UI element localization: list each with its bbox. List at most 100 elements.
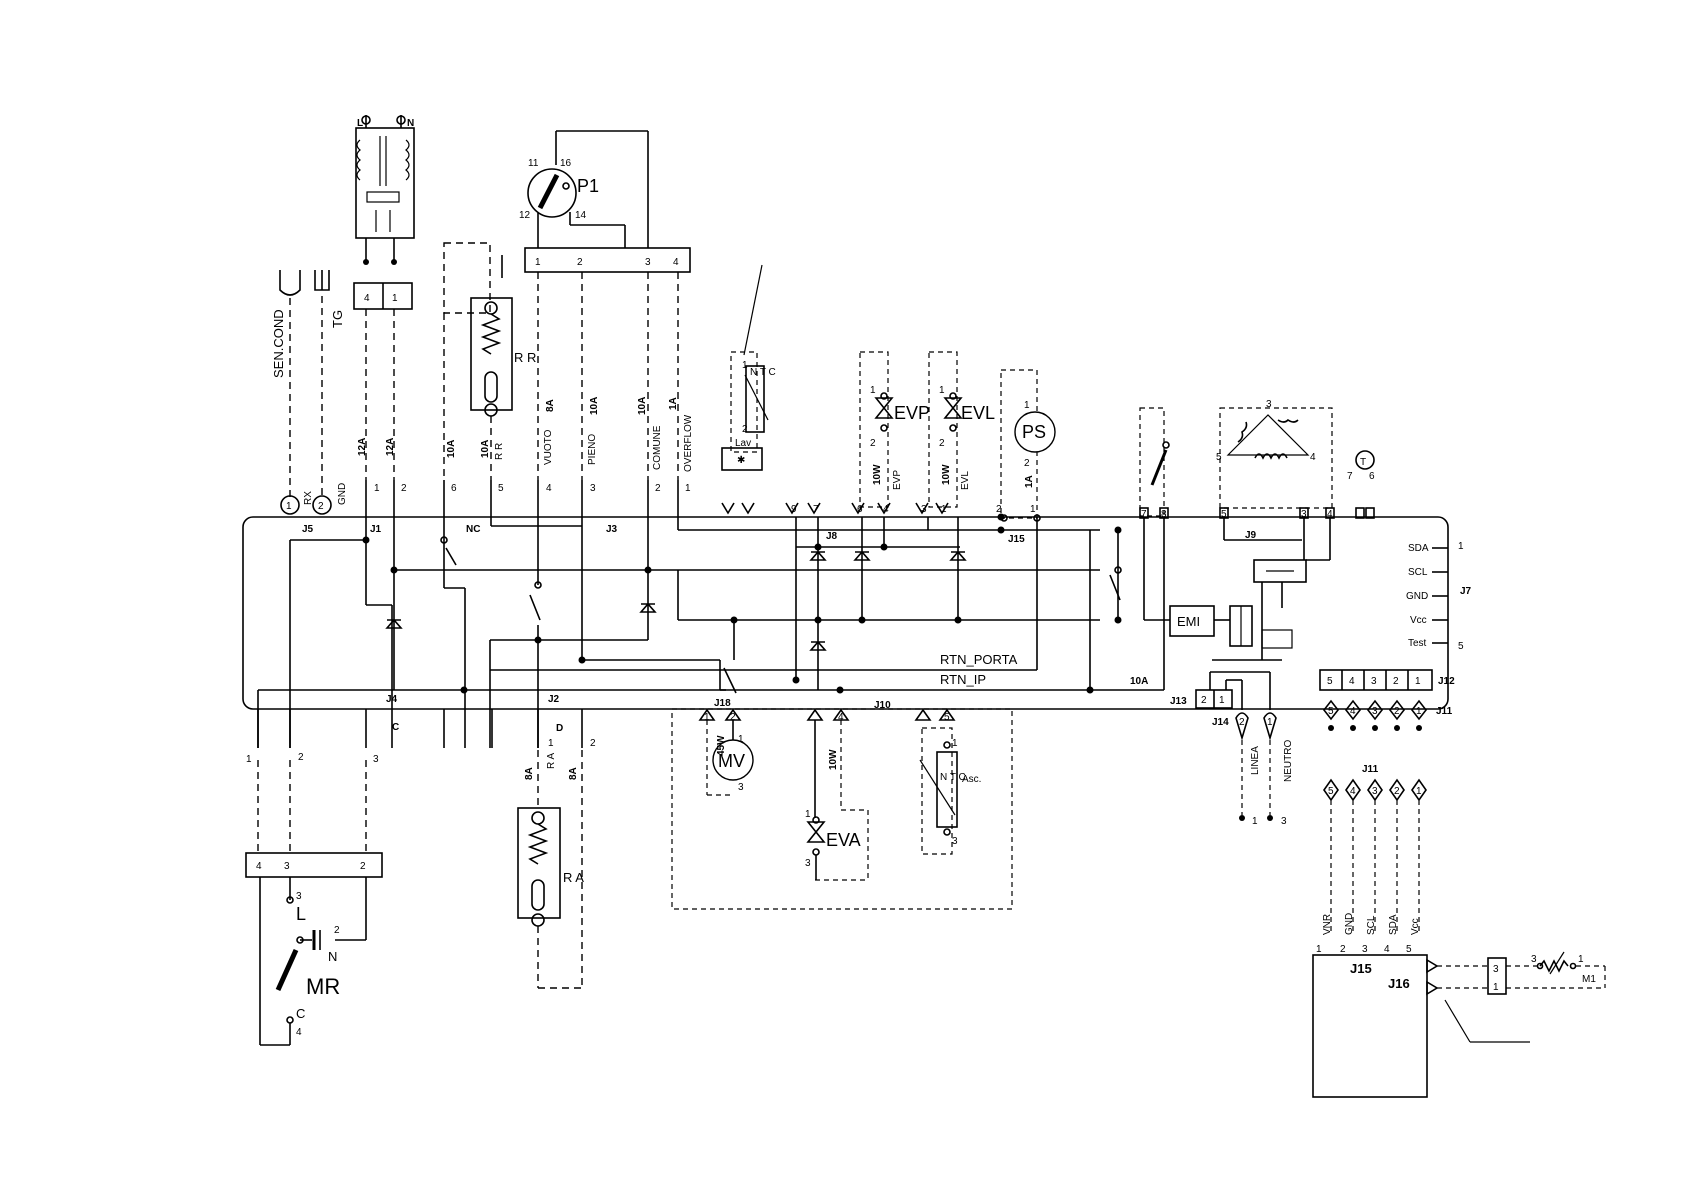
pin-j3-4: 4 bbox=[546, 483, 552, 494]
pin-j8-7: 7 bbox=[813, 504, 819, 515]
signal-vnr: VNR bbox=[1322, 914, 1333, 935]
pin-j11-4: 4 bbox=[1350, 706, 1356, 717]
pin-b1: 1 bbox=[742, 360, 748, 371]
pin-p1-3: 3 bbox=[645, 257, 651, 268]
pin-bottom-4: 4 bbox=[1384, 944, 1390, 955]
connector-j11b-label: J11 bbox=[1362, 764, 1379, 775]
connector-j11: 5 4 3 2 1 J11 bbox=[1322, 699, 1453, 731]
motor-windings: 3 5 4 5 3 4 J9 bbox=[1216, 399, 1335, 541]
pin-j10-1: 1 bbox=[704, 712, 710, 723]
pin-j13-2: 2 bbox=[1201, 695, 1207, 706]
rating-12a-1: 12A bbox=[357, 438, 368, 456]
signal-vcc-b: Vcc bbox=[1410, 918, 1421, 935]
connector-j7: SDA SCL GND Vcc Test 1 5 J7 bbox=[1406, 541, 1472, 652]
label-rtn-ip: RTN_IP bbox=[940, 672, 986, 687]
label-tg: TG bbox=[330, 310, 345, 328]
pin-j5-2: 2 bbox=[318, 501, 324, 512]
thermal-protector: T 7 6 bbox=[1347, 450, 1375, 519]
label-c-mr: C bbox=[296, 1006, 305, 1021]
pin-mr2: 2 bbox=[360, 861, 366, 872]
label-neutro: NEUTRO bbox=[1283, 740, 1294, 782]
pin-p1-4: 4 bbox=[673, 257, 679, 268]
signal-vuoto: VUOTO bbox=[543, 429, 554, 465]
connector-j12: 5 4 3 2 1 J12 bbox=[1319, 669, 1455, 691]
rating-8a-ra2: 8A bbox=[568, 767, 579, 780]
pin-j12-5: 5 bbox=[1327, 676, 1333, 687]
rating-10a-emi: 10A bbox=[1130, 676, 1148, 687]
pin-j16-3: 3 bbox=[1493, 964, 1499, 975]
connector-j10-label: J10 bbox=[874, 700, 891, 711]
pin-bottom-2: 2 bbox=[1340, 944, 1346, 955]
connector-j9-label: J9 bbox=[1245, 530, 1257, 541]
pin-mr-2: 2 bbox=[334, 925, 340, 936]
pin-j10-4: 4 bbox=[838, 712, 844, 723]
pin-p1-1: 1 bbox=[535, 257, 541, 268]
rating-10a-1: 10A bbox=[446, 440, 457, 458]
signal-rr: R R bbox=[494, 443, 505, 460]
connector-j8: 9 7 6 4 3 1 J8 bbox=[721, 502, 949, 542]
pin-j1-1: 1 bbox=[374, 483, 380, 494]
signal-scl-b: SCL bbox=[1366, 915, 1377, 935]
connector-j14-power: 2 1 J14 LINEA NEUTRO 1 3 bbox=[1212, 712, 1294, 827]
connector-j1-label: J1 bbox=[370, 524, 382, 535]
label-evl: EVL bbox=[961, 403, 995, 423]
pin-j13-1: 1 bbox=[1219, 695, 1225, 706]
pin-j3-2: 2 bbox=[655, 483, 661, 494]
ntc-asc-sensor: N T C Asc. 1 3 bbox=[919, 727, 981, 855]
pin-j9-3: 3 bbox=[1301, 509, 1307, 520]
pin-ps2: 2 bbox=[1024, 458, 1030, 469]
pin-mr4: 4 bbox=[256, 861, 262, 872]
pin-bottom-5: 5 bbox=[1406, 944, 1412, 955]
tacho-generator: 2 TG GND J5 bbox=[302, 270, 348, 535]
pin-j7-1: 1 bbox=[1458, 541, 1464, 552]
pin-j10-5: 5 bbox=[944, 712, 950, 723]
label-p1: P1 bbox=[577, 176, 599, 196]
connector-j13-label: J13 bbox=[1170, 696, 1187, 707]
rating-10a-4: 10A bbox=[637, 397, 648, 415]
heater-rr: R R 10A 10A R R 6 5 bbox=[443, 242, 536, 517]
pin-j5-1: 1 bbox=[286, 501, 292, 512]
pin-j11-3: 3 bbox=[1372, 706, 1378, 717]
pin-j16-1: 1 bbox=[1493, 982, 1499, 993]
drain-pump-mv: MV 1 3 45W bbox=[706, 720, 754, 796]
pin-j8-4: 4 bbox=[883, 504, 889, 515]
ntc-wash-sensor: N T C 1 2 Lav ✱ bbox=[721, 264, 776, 471]
pin-p1-11: 11 bbox=[528, 158, 539, 169]
rating-10a-2: 10A bbox=[480, 440, 491, 458]
motor-reverser-mr: 4 3 2 L N C MR 3 2 4 bbox=[245, 852, 383, 1046]
label-asc: Asc. bbox=[962, 774, 981, 785]
signal-evl: EVL bbox=[960, 471, 971, 490]
signal-scl: SCL bbox=[1408, 567, 1428, 578]
pin-j4-1: 1 bbox=[246, 754, 252, 765]
label-rtn-porta: RTN_PORTA bbox=[940, 652, 1018, 667]
label-sen-cond: SEN.COND bbox=[271, 309, 286, 378]
pin-j9-4: 4 bbox=[1327, 509, 1333, 520]
label-n-mr: N bbox=[328, 949, 337, 964]
pin-j4-3: 3 bbox=[373, 754, 379, 765]
rating-8a: 8A bbox=[545, 399, 556, 412]
pin-m1-1: 1 bbox=[1578, 954, 1584, 965]
connector-j1: 12A 12A 1 2 J1 bbox=[357, 438, 407, 535]
connector-j7-label: J7 bbox=[1460, 586, 1472, 597]
connector-j4: 1 2 3 J4 C bbox=[246, 694, 399, 853]
signal-sda-b: SDA bbox=[1388, 914, 1399, 935]
pin-j9-7: 7 bbox=[1141, 509, 1147, 520]
pin-m1-3: 3 bbox=[1531, 954, 1537, 965]
rating-12a-2: 12A bbox=[385, 438, 396, 456]
label-mr: MR bbox=[306, 974, 340, 999]
connector-j11-label: J11 bbox=[1436, 706, 1453, 717]
pin-mot5: 5 bbox=[1216, 452, 1222, 463]
pin-evl1: 1 bbox=[939, 385, 945, 396]
pin-j11-1: 1 bbox=[1416, 706, 1422, 717]
pin-j1-2: 2 bbox=[401, 483, 407, 494]
pin-j12-1: 1 bbox=[1415, 676, 1421, 687]
connector-j10: 1 2 4 5 J10 J18 bbox=[671, 667, 1013, 910]
pin-j8-9: 9 bbox=[791, 504, 797, 515]
pin-j4-2: 2 bbox=[298, 752, 304, 763]
connector-j12-label: J12 bbox=[1438, 676, 1455, 687]
pin-t7: 7 bbox=[1347, 471, 1353, 482]
pin-j14-2: 2 bbox=[1239, 717, 1245, 728]
label-l-mr: L bbox=[296, 904, 306, 924]
valve-evp: EVP 1 2 10W EVP bbox=[859, 351, 930, 508]
